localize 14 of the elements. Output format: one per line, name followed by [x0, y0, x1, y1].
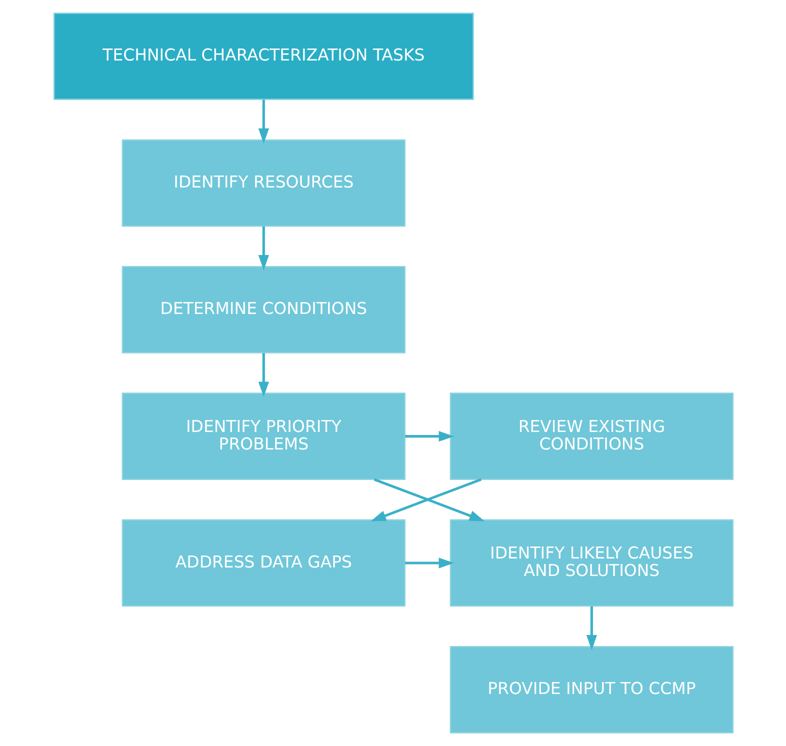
- node-box: IDENTIFY RESOURCES: [121, 139, 406, 227]
- node-box: DETERMINE CONDITIONS: [121, 266, 406, 354]
- arrow: [258, 100, 269, 144]
- node-box: TECHNICAL CHARACTERIZATION TASKS: [52, 12, 474, 100]
- arrow: [258, 226, 269, 270]
- node-box: IDENTIFY LIKELY CAUSES AND SOLUTIONS: [449, 519, 734, 607]
- node-box: IDENTIFY PRIORITY PROBLEMS: [121, 392, 406, 480]
- node-box: PROVIDE INPUT TO CCMP: [449, 646, 734, 734]
- arrow: [586, 606, 597, 650]
- node-box: REVIEW EXISTING CONDITIONS: [449, 392, 734, 480]
- arrow: [404, 431, 454, 442]
- arrow: [404, 558, 454, 568]
- arrow: [258, 352, 269, 397]
- node-box: ADDRESS DATA GAPS: [121, 519, 406, 607]
